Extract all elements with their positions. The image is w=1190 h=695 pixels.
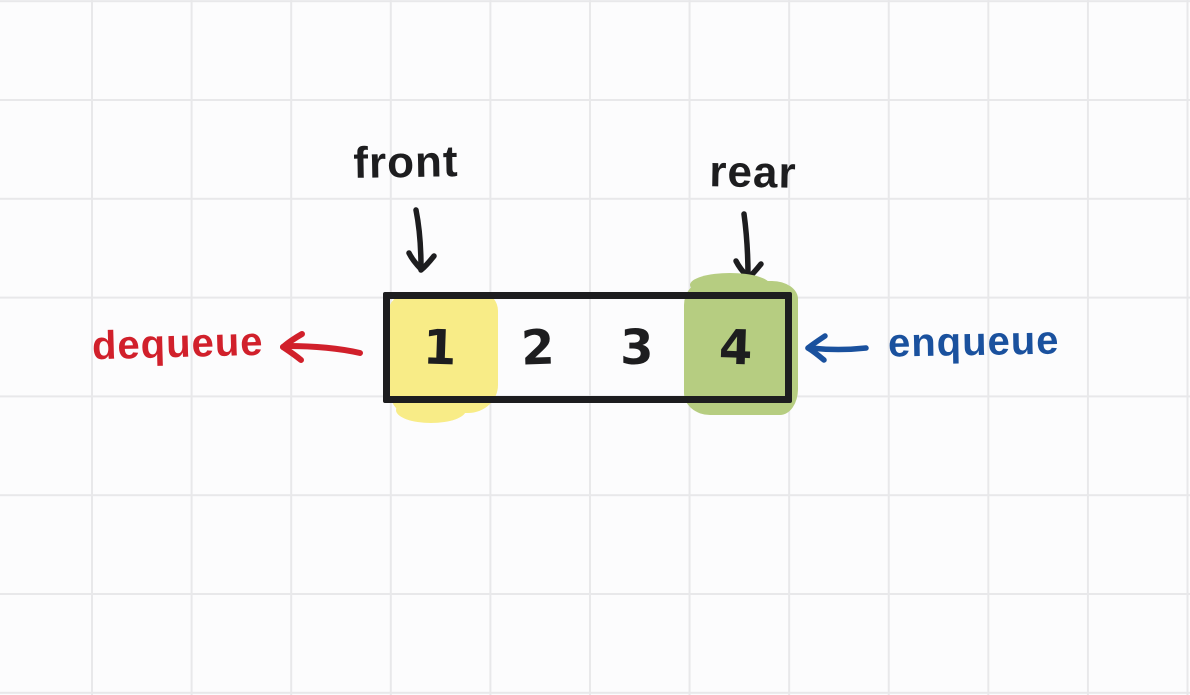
front-pointer-label: front xyxy=(352,137,460,188)
front-cell-highlight xyxy=(388,293,498,423)
front-down-arrow-icon xyxy=(406,207,437,273)
queue-cell-value: 2 xyxy=(520,318,556,377)
queue-cell-value: 3 xyxy=(620,319,654,376)
dequeue-left-arrow-icon xyxy=(280,331,363,363)
queue-cell-value: 1 xyxy=(421,318,458,377)
rear-pointer-label: rear xyxy=(708,147,798,198)
queue-cell-rear: 4 xyxy=(686,299,785,396)
enqueue-left-arrow-icon xyxy=(805,333,869,363)
queue-cell-front: 1 xyxy=(390,299,489,396)
dequeue-label: dequeue xyxy=(91,319,265,369)
queue-box: 1 2 3 4 xyxy=(383,292,792,403)
enqueue-label: enqueue xyxy=(887,318,1060,366)
queue-cell-3: 3 xyxy=(588,299,687,396)
queue-cell-value: 4 xyxy=(717,318,754,377)
queue-cell-2: 2 xyxy=(489,299,588,396)
